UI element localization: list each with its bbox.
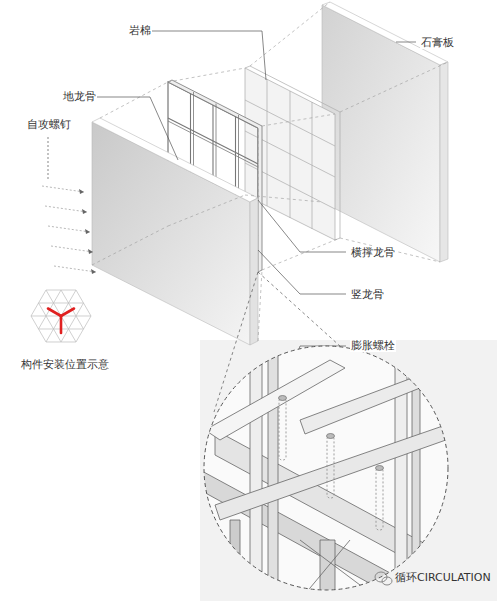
stroke <box>69 316 77 329</box>
screw-head <box>91 269 96 274</box>
stroke <box>48 309 61 317</box>
part-label: 自攻螺钉 <box>26 118 72 131</box>
stroke <box>76 316 84 329</box>
screw-head <box>85 229 90 234</box>
detail-backdrop <box>200 340 497 601</box>
part-label: 地龙骨 <box>62 90 97 103</box>
stroke <box>39 303 54 304</box>
stroke <box>42 186 84 192</box>
stroke <box>51 246 93 252</box>
stroke <box>168 118 258 164</box>
screw-head <box>88 249 93 254</box>
stroke <box>54 266 96 272</box>
stroke <box>76 303 84 316</box>
part-label: 岩棉 <box>128 24 152 37</box>
detail-view <box>200 340 460 600</box>
position-hex-symbol <box>31 290 91 342</box>
stroke <box>61 290 69 303</box>
part-label: 石膏板 <box>420 36 455 49</box>
stroke <box>69 303 84 304</box>
stroke <box>39 316 47 329</box>
alignment-dashes <box>92 2 448 341</box>
stroke <box>61 309 74 317</box>
stroke <box>39 328 54 329</box>
part-label: 竖龙骨 <box>350 288 385 301</box>
stroke <box>46 316 54 329</box>
part-label: 横撑龙骨 <box>350 246 396 259</box>
stroke <box>39 303 47 316</box>
stroke <box>60 316 63 333</box>
watermark: 循环CIRCULATION <box>394 571 492 584</box>
stroke <box>54 303 69 304</box>
stroke <box>54 290 62 303</box>
gypsum-board-left <box>92 118 258 345</box>
screw-head <box>82 209 87 214</box>
stroke <box>69 328 84 329</box>
part-label: 构件安装位置示意 <box>20 358 110 371</box>
screw-head <box>79 189 84 194</box>
detail-circle <box>204 346 448 590</box>
wechat-icon <box>375 572 392 585</box>
part-label: 膨胀螺栓 <box>350 339 396 352</box>
stroke <box>45 206 87 212</box>
screw-arrows <box>42 186 96 274</box>
stroke <box>48 226 90 232</box>
